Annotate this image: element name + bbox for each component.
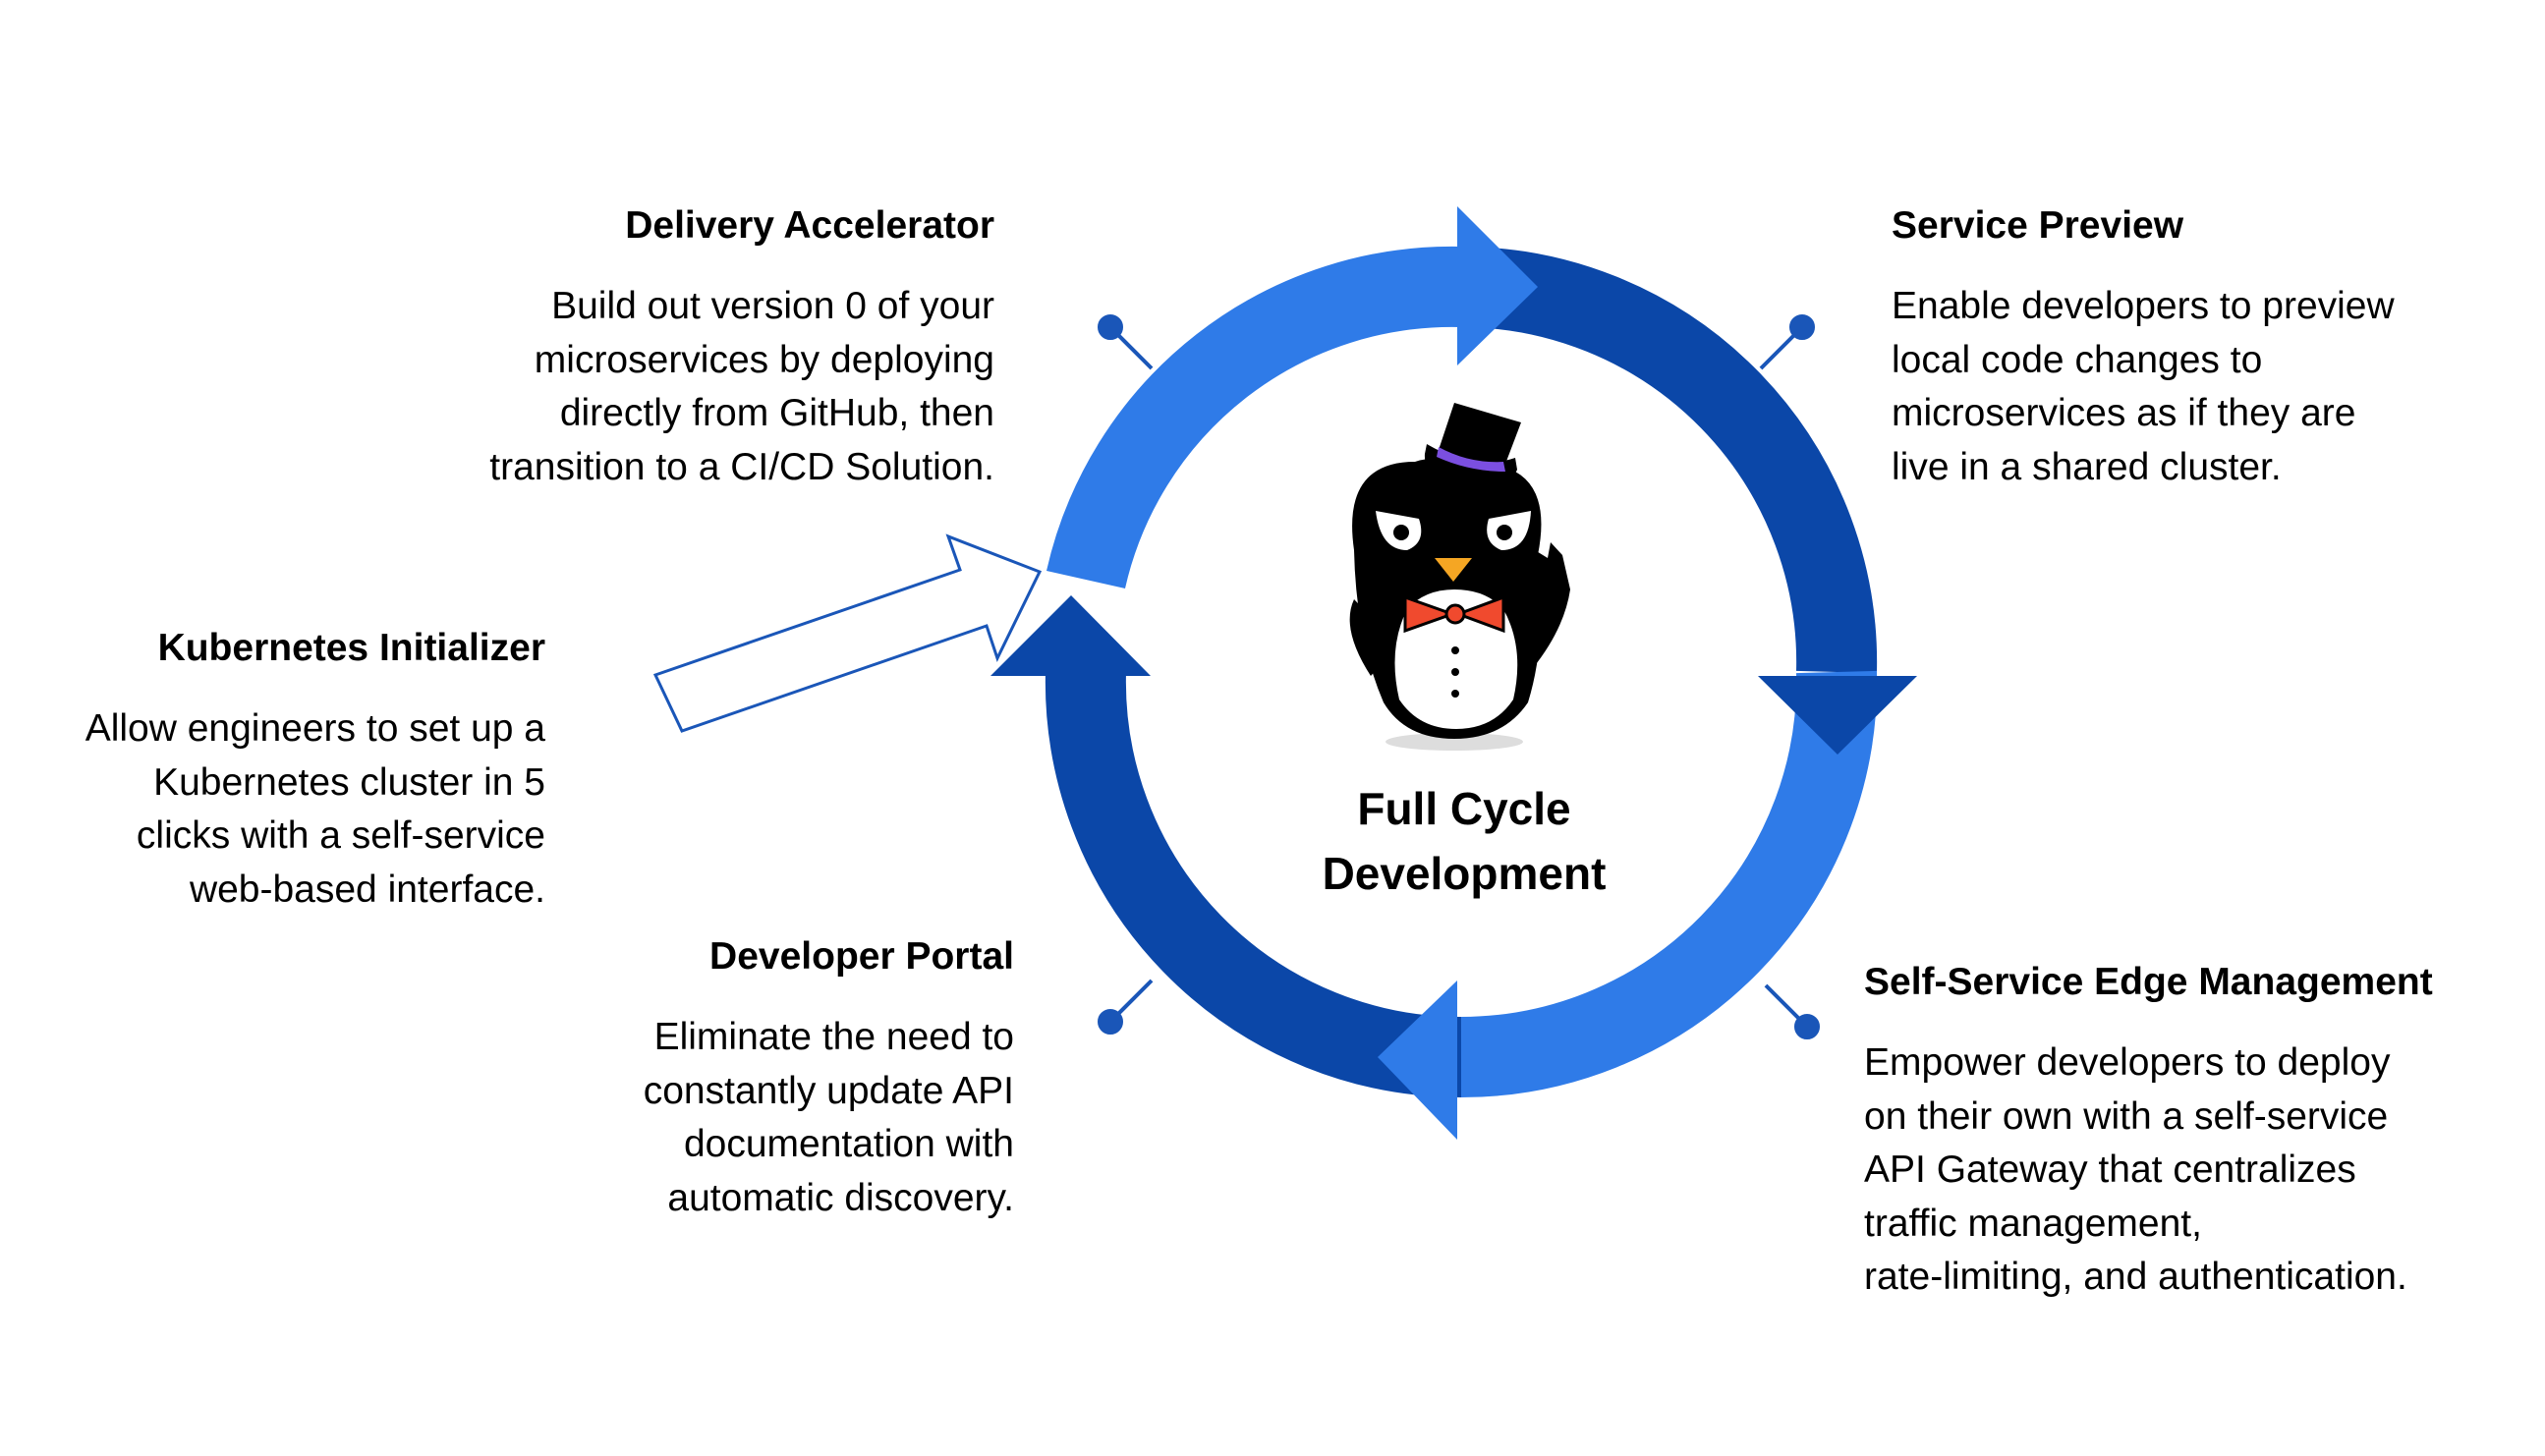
developer-portal-block: Developer Portal Eliminate the need to c… <box>503 934 1014 1225</box>
developer-portal-title: Developer Portal <box>709 935 1014 978</box>
cycle-ring <box>1045 246 1878 1097</box>
edge-management-block: Self-Service Edge Management Empower dev… <box>1864 960 2513 1305</box>
desc-line: Eliminate the need to <box>653 1016 1014 1058</box>
arrowhead-left <box>990 595 1151 676</box>
desc-line: traffic management, <box>1864 1202 2202 1245</box>
desc-line: local code changes to <box>1892 338 2263 381</box>
arrowhead-right <box>1758 676 1917 755</box>
arrowhead-bottom <box>1378 980 1457 1140</box>
arc-top-right <box>1460 247 1878 674</box>
kubernetes-initializer-title: Kubernetes Initializer <box>157 627 545 669</box>
desc-line: Build out version 0 of your <box>551 285 994 327</box>
desc-line: directly from GitHub, then <box>559 392 994 434</box>
service-preview-block: Service Preview Enable developers to pre… <box>1892 203 2481 494</box>
desc-line: web-based interface. <box>189 868 545 911</box>
desc-line: automatic discovery. <box>667 1176 1014 1219</box>
desc-line: transition to a CI/CD Solution. <box>489 445 994 488</box>
desc-line: constantly update API <box>643 1069 1014 1112</box>
connector-pins <box>1098 314 1820 1039</box>
outline-arrow <box>652 533 1043 733</box>
edge-management-title: Self-Service Edge Management <box>1864 961 2433 1003</box>
arc-bottom-left <box>1045 670 1462 1097</box>
desc-line: Empower developers to deploy <box>1864 1041 2391 1084</box>
service-preview-title: Service Preview <box>1892 204 2184 247</box>
desc-line: Allow engineers to set up a <box>85 707 545 750</box>
arc-top-left <box>1046 246 1462 589</box>
desc-line: microservices by deploying <box>534 338 994 381</box>
arc-bottom-right <box>1460 670 1878 1097</box>
desc-line: microservices as if they are <box>1892 392 2356 434</box>
desc-line: rate-limiting, and authentication. <box>1864 1256 2407 1298</box>
center-title-line2: Development <box>1322 848 1607 899</box>
desc-line: live in a shared cluster. <box>1892 445 2282 488</box>
desc-line: on their own with a self-service <box>1864 1094 2389 1138</box>
desc-line: clicks with a self-service <box>136 814 545 857</box>
kubernetes-initializer-block: Kubernetes Initializer Allow engineers t… <box>15 626 545 917</box>
desc-line: API Gateway that centralizes <box>1864 1148 2356 1191</box>
kubernetes-initializer-desc: Allow engineers to set up a Kubernetes c… <box>15 702 545 917</box>
delivery-accelerator-block: Delivery Accelerator Build out version 0… <box>405 203 994 494</box>
penguin-with-top-hat-icon <box>1349 403 1570 751</box>
desc-line: Kubernetes cluster in 5 <box>153 760 545 804</box>
service-preview-desc: Enable developers to preview local code … <box>1892 280 2481 494</box>
desc-line: Enable developers to preview <box>1892 285 2395 327</box>
arrowhead-top <box>1457 206 1538 365</box>
developer-portal-desc: Eliminate the need to constantly update … <box>503 1011 1014 1225</box>
center-title-line1: Full Cycle <box>1357 783 1571 834</box>
center-title: Full Cycle Development <box>1268 776 1661 906</box>
delivery-accelerator-desc: Build out version 0 of your microservice… <box>405 280 994 494</box>
desc-line: documentation with <box>683 1123 1014 1165</box>
edge-management-desc: Empower developers to deploy on their ow… <box>1864 1036 2513 1305</box>
delivery-accelerator-title: Delivery Accelerator <box>625 204 994 247</box>
